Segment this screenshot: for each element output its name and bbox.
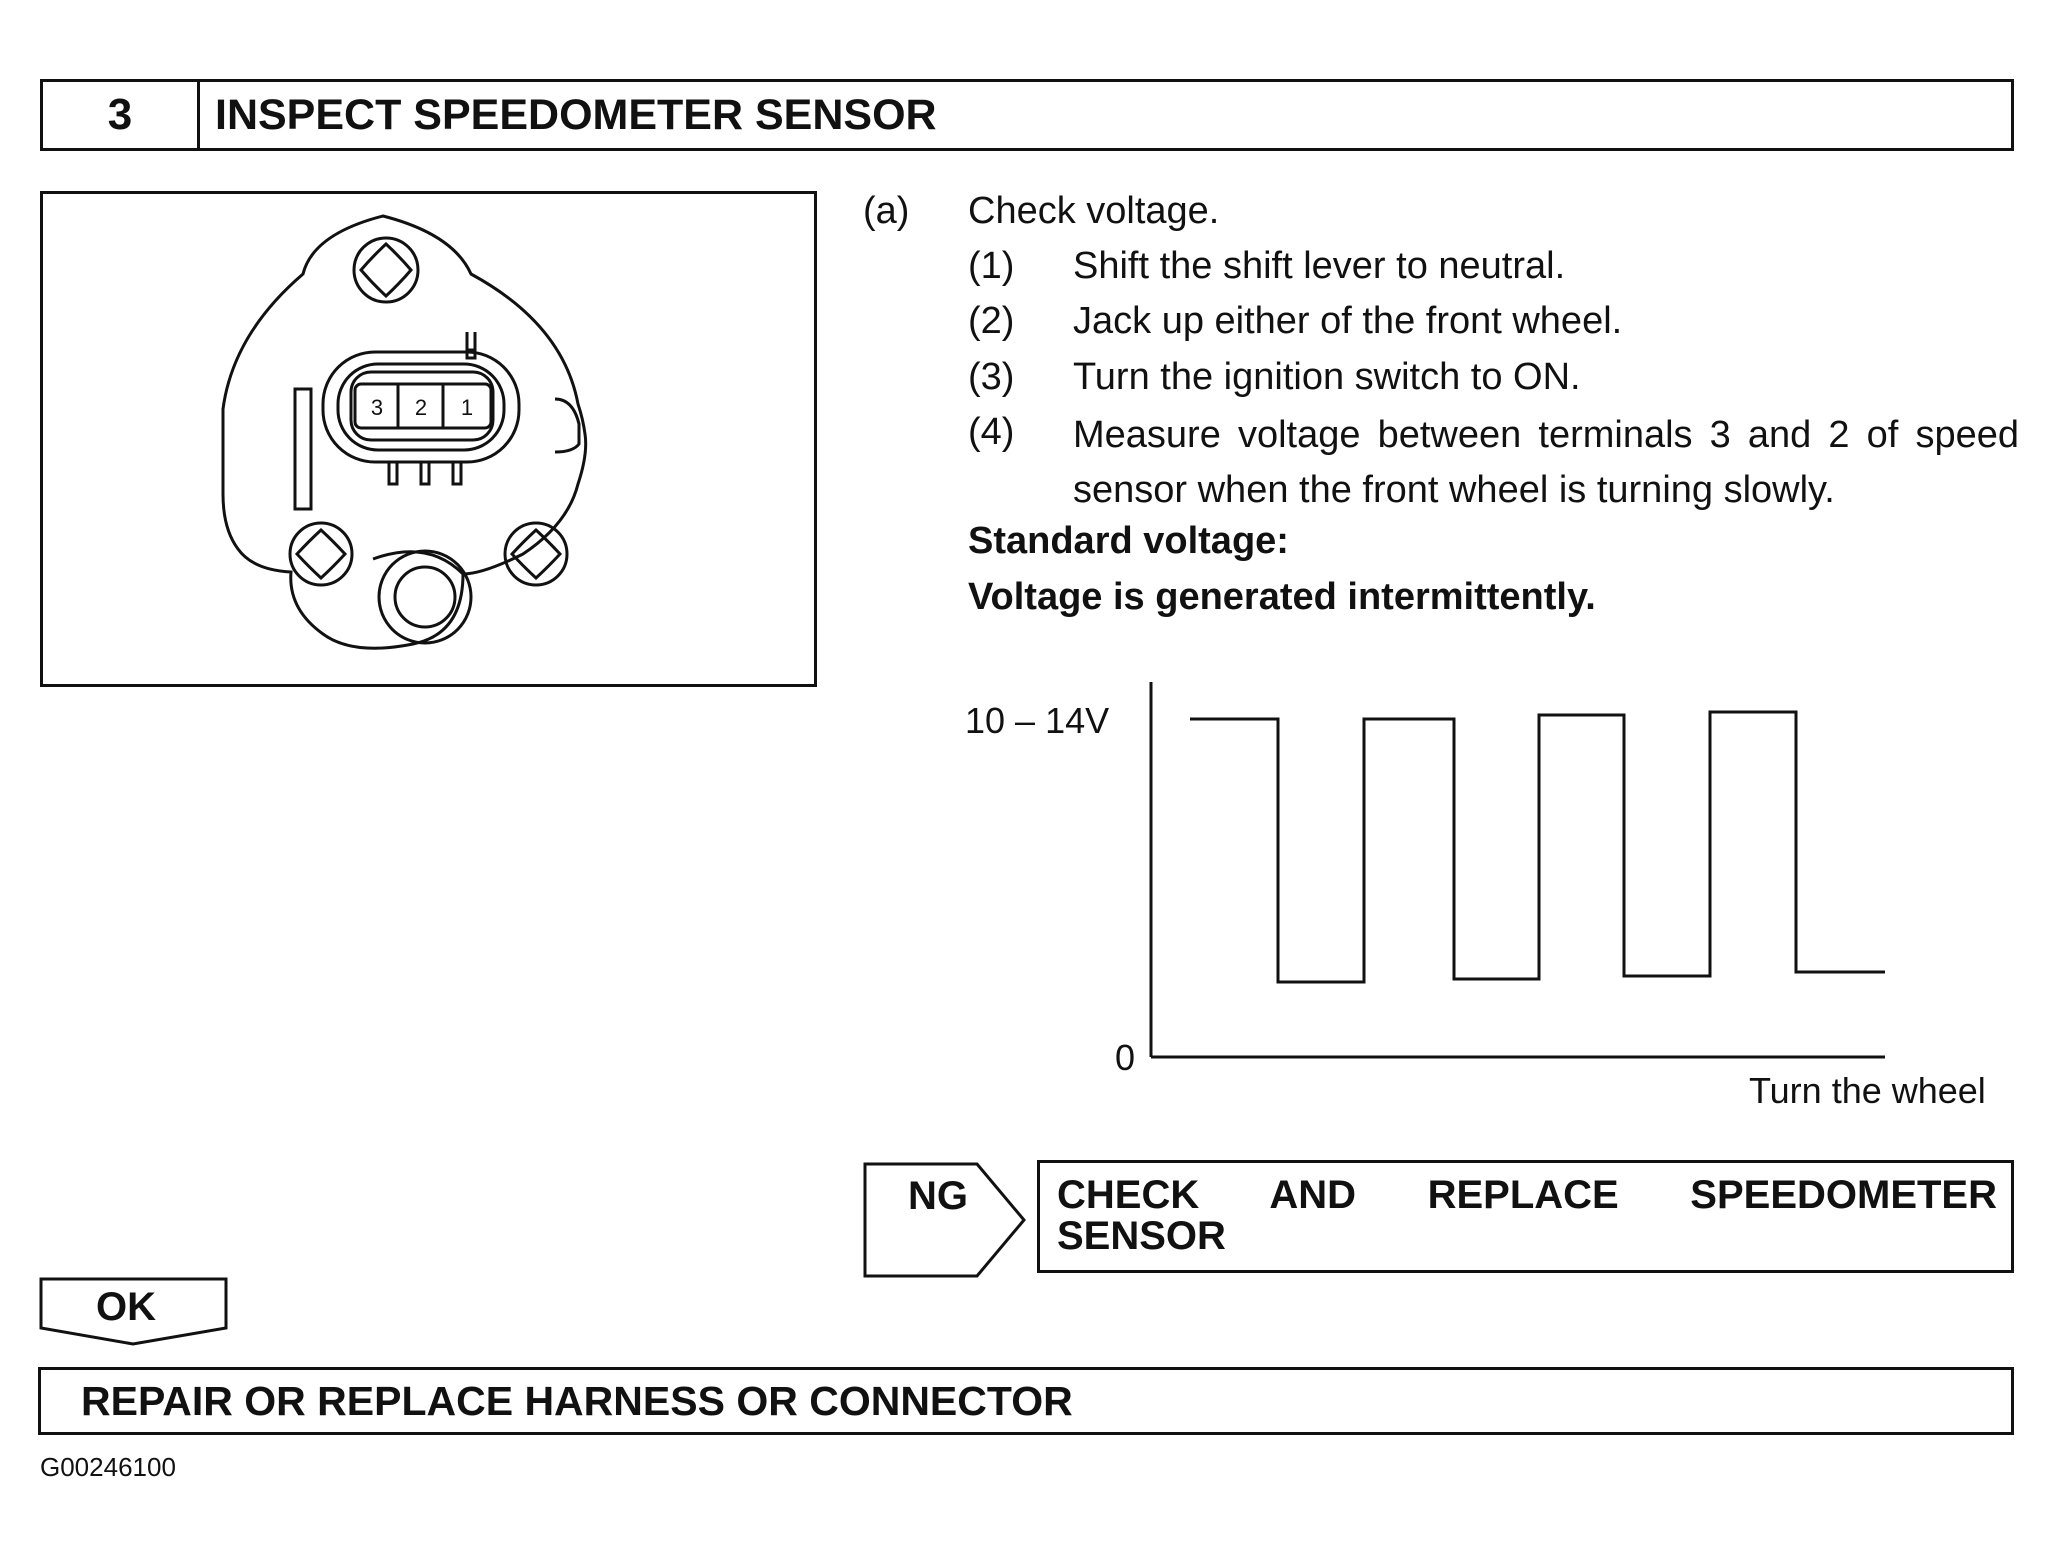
ng-label: NG bbox=[908, 1174, 968, 1218]
figure-code: G00246100 bbox=[40, 1452, 176, 1482]
y-tick-label-high: 10 – 14V bbox=[965, 700, 1110, 741]
ok-result-box: REPAIR OR REPLACE HARNESS OR CONNECTOR bbox=[38, 1367, 2014, 1435]
step-title: INSPECT SPEEDOMETER SENSOR bbox=[215, 90, 937, 139]
ng-result-box: CHECK AND REPLACE SPEEDOMETER SENSOR bbox=[1037, 1160, 2014, 1273]
terminal-label: 3 bbox=[371, 395, 383, 420]
terminal-label: 1 bbox=[461, 395, 473, 420]
x-axis-label: Turn the wheel bbox=[1749, 1070, 1986, 1111]
ng-result-line-1: CHECK AND REPLACE SPEEDOMETER bbox=[1057, 1173, 1997, 1217]
ok-result-text: REPAIR OR REPLACE HARNESS OR CONNECTOR bbox=[81, 1377, 1073, 1424]
ok-arrow-shape bbox=[39, 1277, 228, 1346]
ok-label: OK bbox=[96, 1285, 156, 1329]
step-a-text: Check voltage. bbox=[968, 190, 1220, 232]
substep-number: (3) bbox=[968, 356, 1015, 398]
step-header: 3 INSPECT SPEEDOMETER SENSOR bbox=[40, 79, 2014, 151]
step-number: 3 bbox=[43, 82, 200, 148]
substep-text: Jack up either of the front wheel. bbox=[1073, 300, 1623, 342]
waveform-svg bbox=[1149, 682, 1885, 1059]
substep-text: Measure voltage between terminals 3 and … bbox=[1073, 414, 2019, 511]
step-a-label: (a) bbox=[863, 190, 910, 232]
substep-number: (4) bbox=[968, 411, 1015, 453]
speed-sensor-drawing: 3 2 1 bbox=[221, 214, 588, 650]
substep-text: Turn the ignition switch to ON. bbox=[1073, 356, 1581, 398]
y-tick-label-zero: 0 bbox=[1115, 1037, 1136, 1078]
ng-result-line-2: SENSOR bbox=[1057, 1214, 1226, 1258]
voltage-waveform-line bbox=[1190, 710, 1885, 984]
standard-voltage-value: Voltage is generated intermittently. bbox=[968, 576, 1596, 618]
voltage-waveform-chart: 10 – 14V 0 Turn the wheel bbox=[955, 672, 2015, 1127]
standard-voltage-label: Standard voltage: bbox=[968, 520, 1289, 562]
sensor-illustration: 3 2 1 bbox=[40, 191, 817, 687]
terminal-label: 2 bbox=[415, 395, 427, 420]
substep-number: (2) bbox=[968, 300, 1015, 342]
ng-arrow-shape bbox=[863, 1162, 1026, 1278]
substep-number: (1) bbox=[968, 245, 1015, 287]
substep-text: Shift the shift lever to neutral. bbox=[1073, 245, 1566, 287]
